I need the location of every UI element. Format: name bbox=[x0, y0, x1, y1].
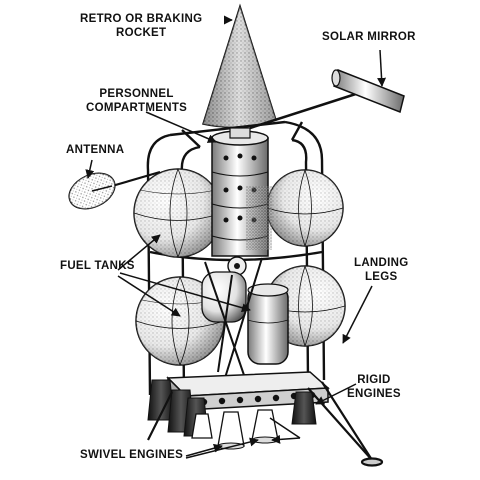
swivel-engines bbox=[191, 409, 279, 450]
label-retro-line2: ROCKET bbox=[116, 27, 167, 39]
label-antenna-line1: ANTENNA bbox=[66, 144, 125, 156]
label-personnel-line1: PERSONNEL bbox=[99, 88, 174, 100]
fuel-tank-upper-left bbox=[133, 168, 223, 258]
support-struts bbox=[204, 257, 263, 379]
label-landing-line1: LANDING bbox=[354, 257, 409, 269]
label-personnel-line2: COMPARTMENTS bbox=[86, 102, 188, 114]
label-fuel-line1: FUEL TANKS bbox=[60, 260, 135, 272]
label-swivel-engines: SWIVEL ENGINES bbox=[80, 448, 183, 462]
label-landing-legs: LANDING LEGS bbox=[354, 256, 409, 284]
label-retro-line1: RETRO OR BRAKING bbox=[80, 13, 203, 25]
landing-legs bbox=[147, 381, 384, 467]
fuel-tank-lower-center bbox=[201, 271, 289, 365]
label-retro-rocket: RETRO OR BRAKING ROCKET bbox=[80, 12, 202, 40]
antenna-dish bbox=[68, 170, 161, 210]
label-landing-line2: LEGS bbox=[364, 271, 398, 283]
label-rigid-line2: ENGINES bbox=[347, 388, 401, 400]
solar-mirror bbox=[249, 68, 405, 130]
personnel-compartments bbox=[211, 127, 272, 276]
label-swivel-line1: SWIVEL ENGINES bbox=[80, 449, 184, 461]
label-solar-line1: SOLAR MIRROR bbox=[322, 31, 416, 43]
label-antenna: ANTENNA bbox=[66, 143, 124, 157]
label-rigid-engines: RIGID ENGINES bbox=[347, 373, 401, 401]
label-rigid-line1: RIGID bbox=[357, 374, 391, 386]
engine-platform bbox=[166, 371, 330, 412]
leader-lines bbox=[85, 15, 387, 459]
label-fuel-tanks: FUEL TANKS bbox=[60, 259, 135, 273]
label-personnel-compartments: PERSONNEL COMPARTMENTS bbox=[86, 87, 187, 115]
label-solar-mirror: SOLAR MIRROR bbox=[322, 30, 416, 44]
fuel-tank-upper-right bbox=[266, 169, 344, 247]
retro-rocket bbox=[202, 3, 277, 128]
